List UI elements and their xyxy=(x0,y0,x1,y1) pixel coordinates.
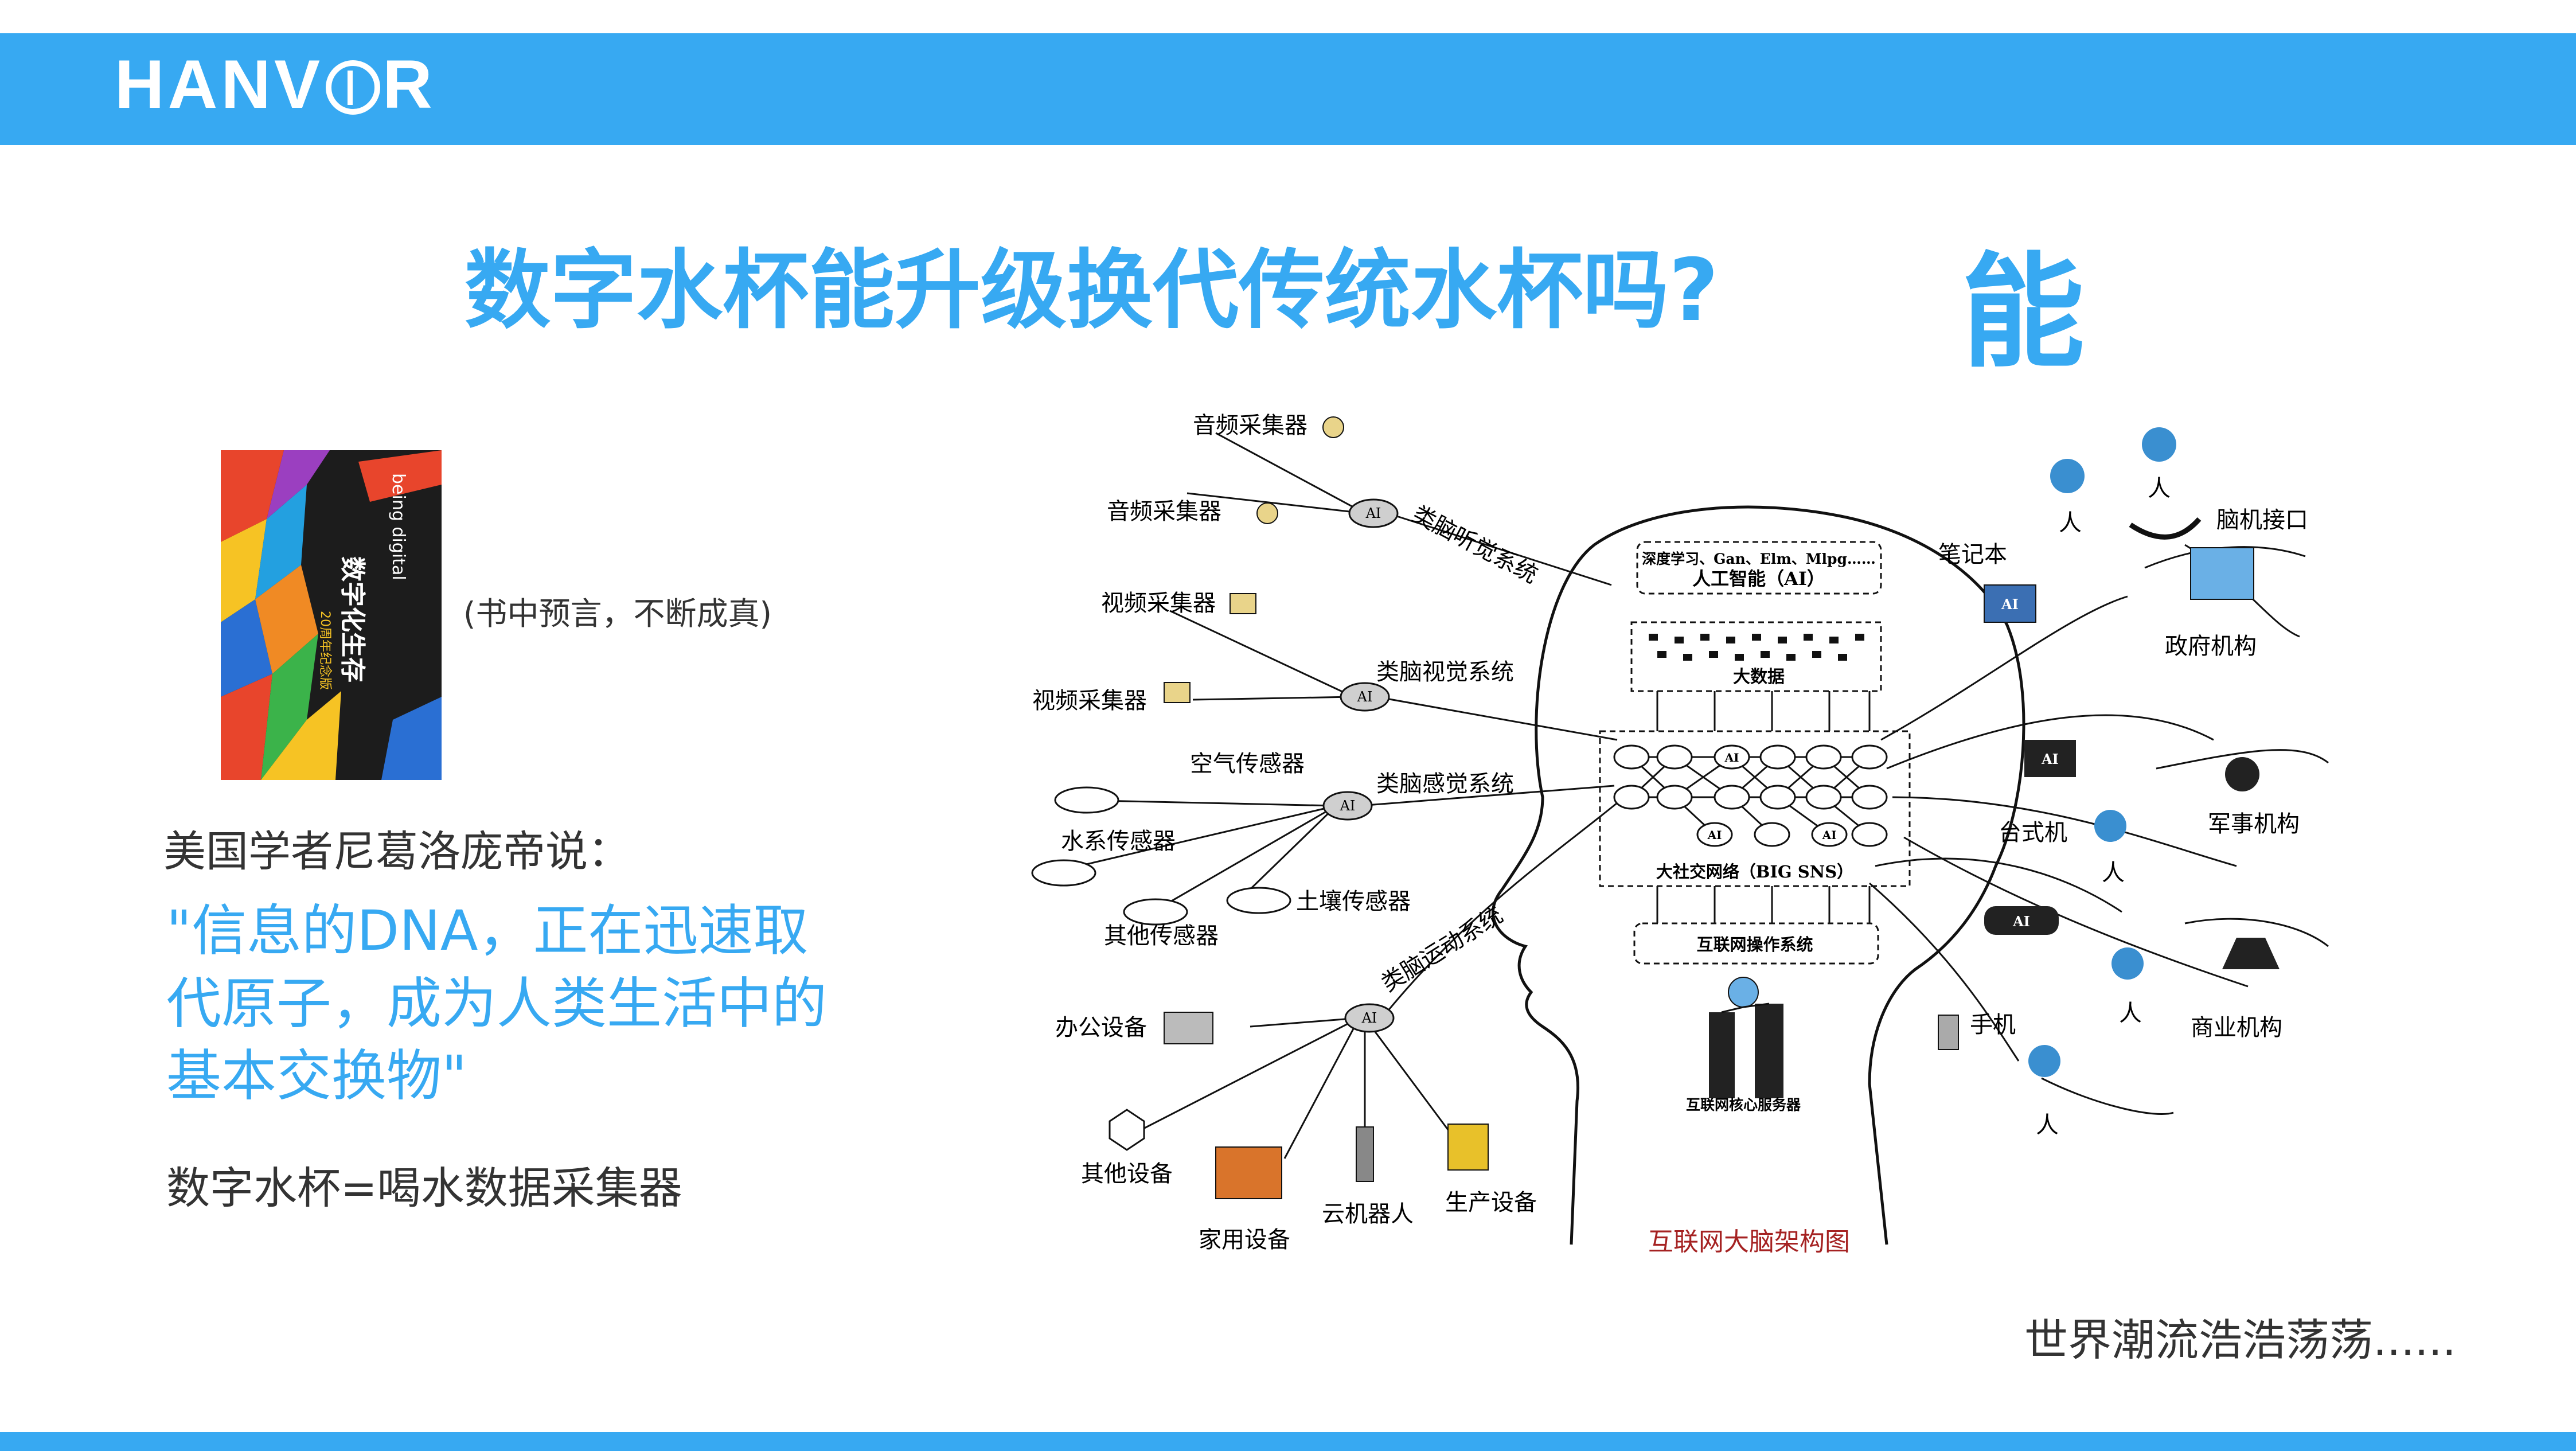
money-bag-icon xyxy=(2222,938,2280,969)
book-note: (书中预言，不断成真) xyxy=(463,595,772,632)
camera-icon xyxy=(1230,593,1256,614)
bci-label: 脑机接口 xyxy=(2216,507,2308,533)
bci-headset-icon xyxy=(2129,517,2202,540)
sensor-icon xyxy=(1054,786,1119,814)
server-icon xyxy=(1709,977,1783,1098)
person-icon xyxy=(2094,810,2126,842)
other-device-label: 其他设备 xyxy=(1081,1161,1173,1187)
office-device-label: 办公设备 xyxy=(1055,1015,1147,1041)
camera-icon xyxy=(1164,682,1191,703)
sensor-icon xyxy=(1123,898,1188,926)
vision-system-label: 类脑视觉系统 xyxy=(1376,659,1514,685)
laptop-icon xyxy=(1984,584,2036,623)
book-english-title: being digital xyxy=(388,473,408,580)
ai-node: AI xyxy=(1361,1010,1377,1026)
water-sensor-label: 水系传感器 xyxy=(1061,828,1176,855)
microphone-icon xyxy=(1256,502,1278,524)
sensing-system-label: 类脑感觉系统 xyxy=(1376,771,1514,797)
person-label: 人 xyxy=(2102,860,2125,886)
government-label: 政府机构 xyxy=(2165,633,2257,660)
book-cover: 数字化生存 20周年纪念版 being digital xyxy=(221,450,442,780)
sns-ai-node: AI xyxy=(1707,828,1722,842)
cloud-robot-label: 云机器人 xyxy=(1322,1201,1414,1227)
sns-ai-node: AI xyxy=(1822,828,1837,842)
equation: 数字水杯=喝水数据采集器 xyxy=(166,1163,682,1214)
person-label: 人 xyxy=(2148,475,2171,502)
head-outline xyxy=(1491,505,2025,1245)
ai-layer-name: 人工智能（AI） xyxy=(1692,568,1825,590)
diagram-caption: 互联网大脑架构图 xyxy=(1648,1227,1850,1257)
trend-text: 世界潮流浩浩荡荡...... xyxy=(2024,1315,2456,1366)
microphone-icon xyxy=(1322,416,1344,438)
person-label: 人 xyxy=(2059,510,2082,536)
quote: "信息的DNA，正在迅速取代原子，成为人类生活中的基本交换物" xyxy=(166,899,827,1109)
production-device-label: 生产设备 xyxy=(1445,1189,1537,1216)
other-sensor-label: 其他传感器 xyxy=(1104,923,1219,949)
ai-node: AI xyxy=(1340,798,1356,814)
home-device-label: 家用设备 xyxy=(1199,1227,1290,1253)
sensor-icon xyxy=(1031,859,1096,887)
phone-icon xyxy=(1938,1015,1959,1050)
ai-node: AI xyxy=(1365,505,1381,521)
military-icon xyxy=(2225,757,2259,791)
os-label: 互联网操作系统 xyxy=(1696,935,1813,954)
ai-node: AI xyxy=(1357,689,1373,705)
video-collector-label: 视频采集器 xyxy=(1101,590,1216,617)
box-icon xyxy=(1215,1146,1282,1199)
person-icon xyxy=(2142,427,2176,462)
video-collector-label: 视频采集器 xyxy=(1032,688,1147,714)
person-icon xyxy=(2028,1045,2060,1077)
audio-collector-label: 音频采集器 xyxy=(1193,412,1307,439)
desktop-label: 台式机 xyxy=(1999,820,2067,846)
glasses-ai-badge: AI xyxy=(2012,913,2030,930)
robot-icon xyxy=(1356,1126,1374,1182)
smart-glasses-icon xyxy=(1984,906,2059,935)
leaf-icon xyxy=(326,60,381,115)
air-sensor-label: 空气传感器 xyxy=(1190,751,1305,777)
logo-text: HANV xyxy=(115,46,324,123)
server-label: 互联网核心服务器 xyxy=(1686,1097,1801,1113)
scholar-line: 美国学者尼葛洛庞帝说： xyxy=(163,827,630,876)
soil-sensor-label: 土壤传感器 xyxy=(1296,888,1411,915)
desktop-icon xyxy=(2024,740,2076,777)
person-label: 人 xyxy=(2119,1000,2142,1027)
forklift-icon xyxy=(1447,1124,1489,1171)
military-label: 军事机构 xyxy=(2208,811,2300,837)
person-icon xyxy=(2050,459,2085,493)
audio-collector-label: 音频采集器 xyxy=(1107,498,1221,525)
big-data-label: 大数据 xyxy=(1733,667,1785,687)
laptop-label: 笔记本 xyxy=(1938,541,2007,568)
internet-brain-diagram: 深度学习、Gan、Elm、Mlpg…… 人工智能（AI） 大数据 AI AI A… xyxy=(1009,396,2374,1279)
book-subtitle: 20周年纪念版 xyxy=(318,611,332,690)
sns-label: 大社交网络（BIG SNS） xyxy=(1656,862,1853,881)
person-icon xyxy=(2111,947,2144,980)
desktop-ai-badge: AI xyxy=(2041,751,2059,767)
ai-layer-top-text: 深度学习、Gan、Elm、Mlpg…… xyxy=(1642,551,1876,567)
device-icon xyxy=(1109,1109,1145,1151)
sns-ai-node: AI xyxy=(1724,751,1739,764)
person-label: 人 xyxy=(2036,1112,2059,1138)
page-title: 数字水杯能升级换代传统水杯吗? xyxy=(465,241,1719,341)
government-building-icon xyxy=(2190,547,2254,600)
printer-icon xyxy=(1164,1012,1213,1044)
business-label: 商业机构 xyxy=(2191,1015,2282,1041)
footer-bar xyxy=(0,1432,2576,1451)
book-title: 数字化生存 xyxy=(338,556,367,682)
sensor-icon xyxy=(1226,887,1291,914)
laptop-ai-badge: AI xyxy=(2001,596,2019,613)
header-bar xyxy=(0,33,2576,145)
phone-label: 手机 xyxy=(1970,1012,2016,1038)
answer-text: 能 xyxy=(1961,240,2085,384)
